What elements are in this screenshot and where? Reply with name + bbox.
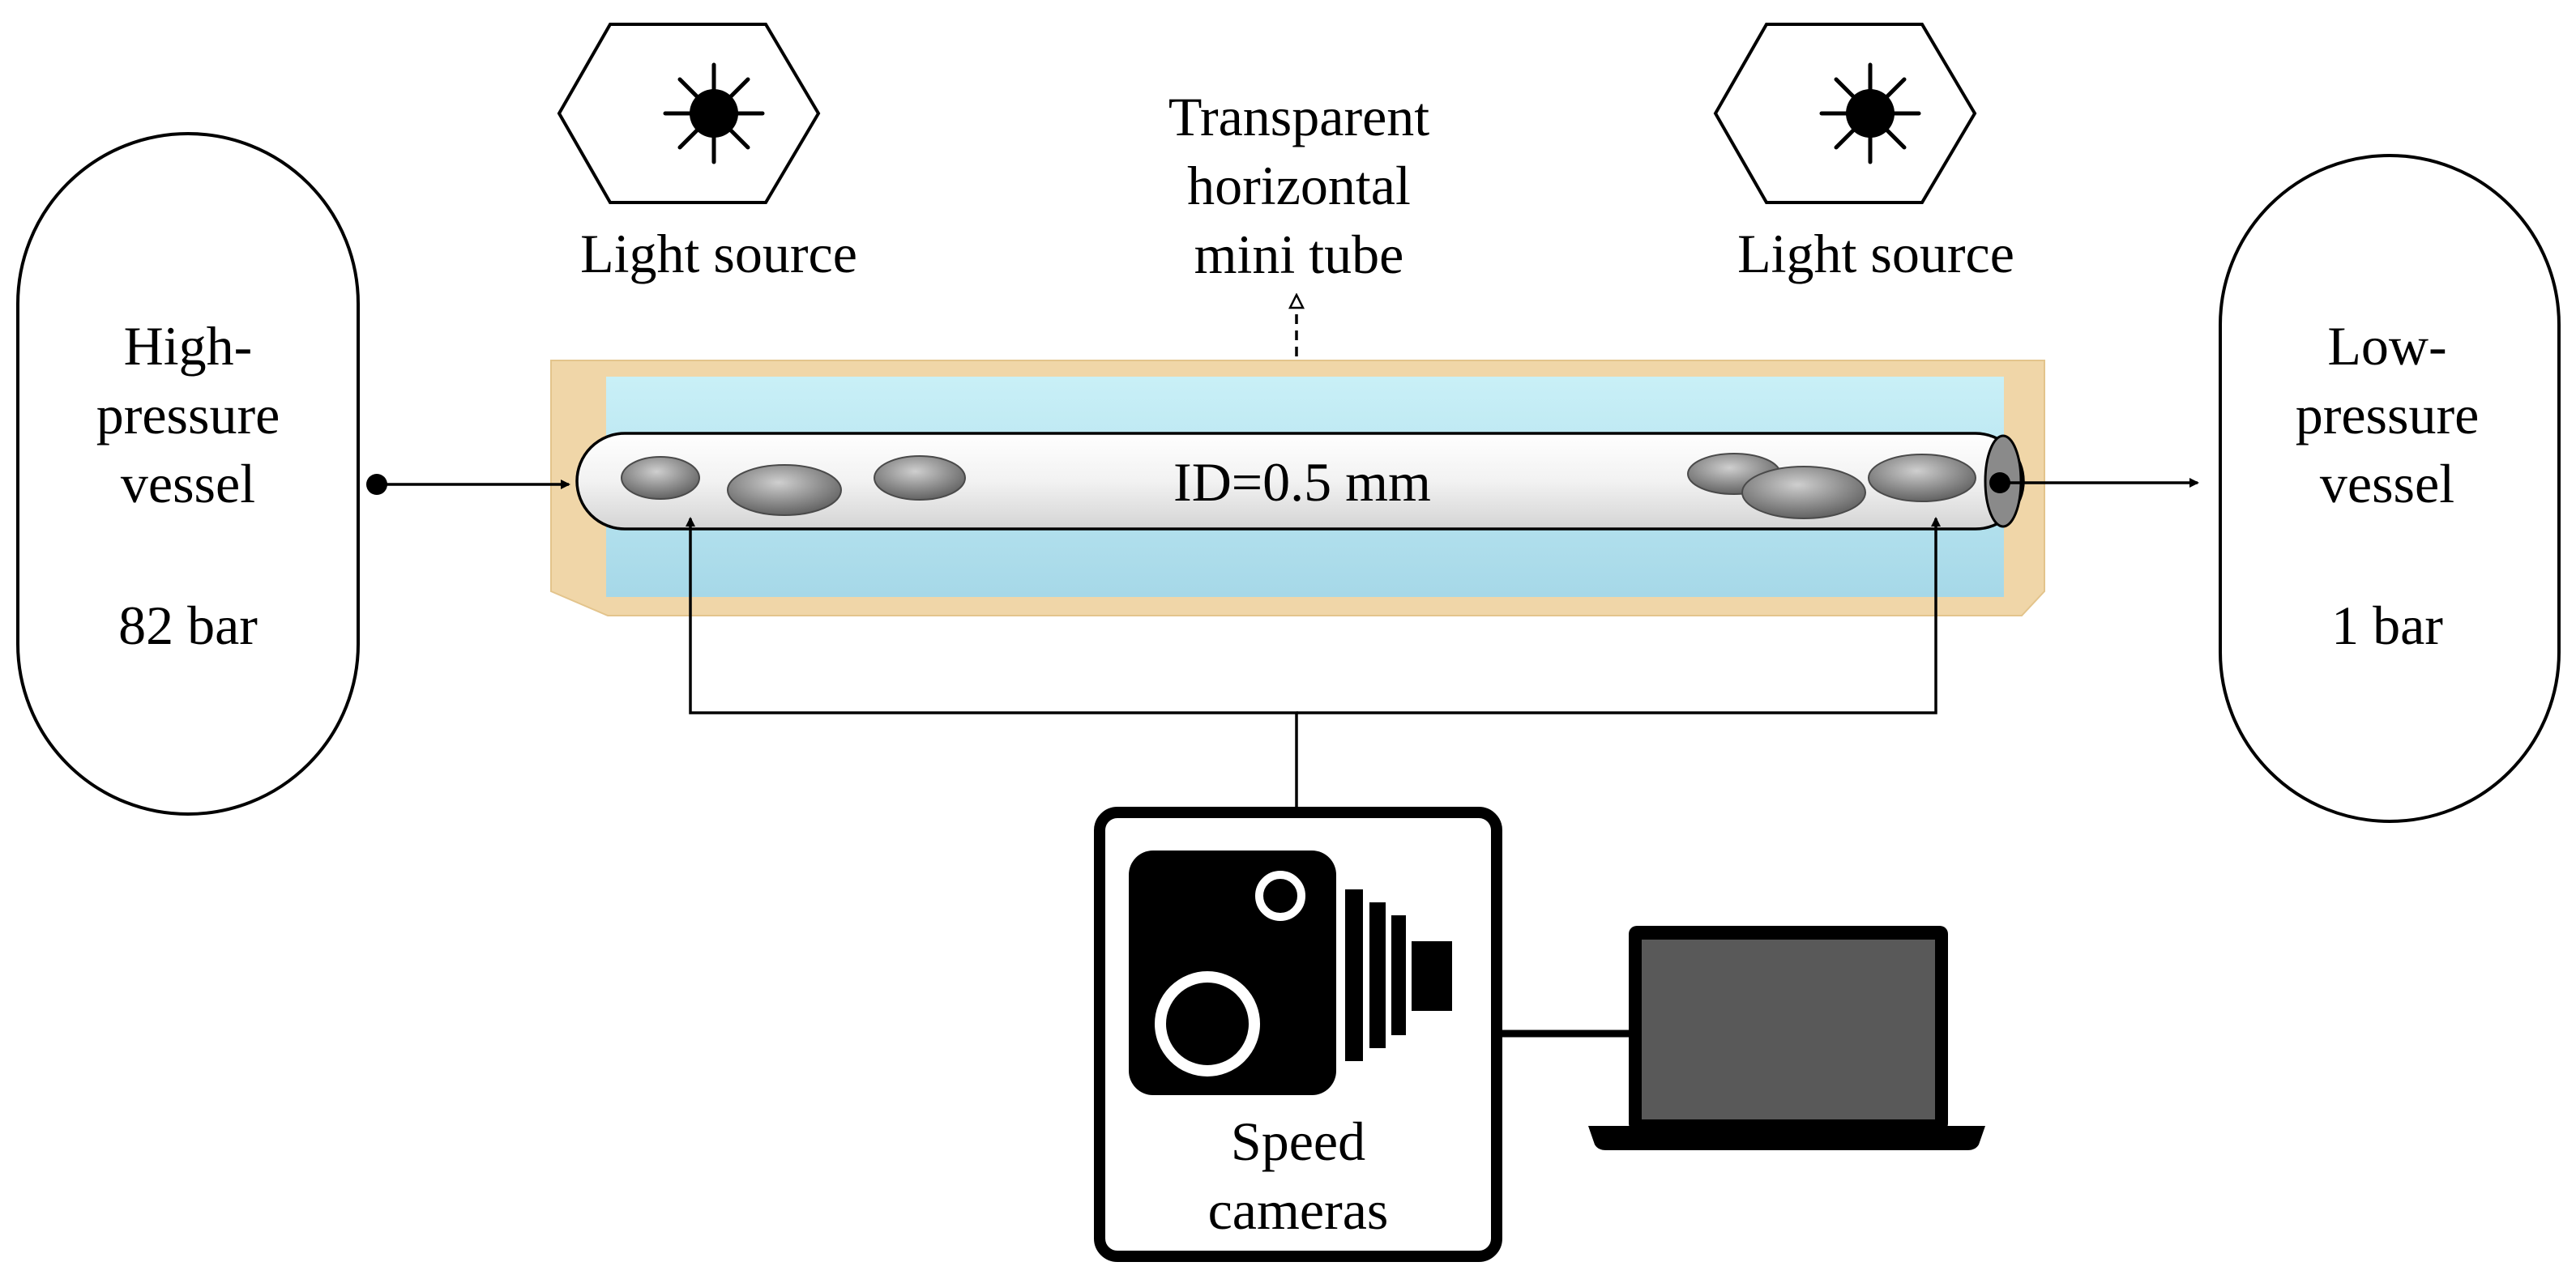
tube-title: Transparent horizontal mini tube xyxy=(1168,86,1429,437)
camera-view-line-left xyxy=(686,517,1298,810)
low-pressure-vessel-pressure: 1 bar xyxy=(2331,595,2443,656)
high-pressure-vessel-label-line3: vessel xyxy=(121,453,255,514)
flow-inlet xyxy=(366,474,570,495)
high-pressure-vessel: High- pressure vessel 82 bar xyxy=(16,132,360,816)
light-source-right: Light source xyxy=(1713,23,2014,284)
light-source-label: Light source xyxy=(580,223,857,284)
flow-outlet xyxy=(1989,472,2199,493)
speed-camera: Speed cameras xyxy=(1094,807,1502,1262)
bubble xyxy=(621,456,700,500)
camera-view-lines xyxy=(686,517,1941,810)
speed-camera-icon xyxy=(1129,851,1452,1095)
bubble xyxy=(1868,454,1976,502)
camera-view-line-right xyxy=(1297,517,1941,714)
laptop-base xyxy=(1588,1126,1985,1150)
inner-diameter-label: ID=0.5 mm xyxy=(1173,451,1431,513)
speed-camera-label-line1: Speed xyxy=(1231,1111,1365,1172)
bubbles xyxy=(621,453,1976,519)
tube-title-line2: horizontal xyxy=(1187,155,1411,216)
low-pressure-vessel: Low- pressure vessel 1 bar xyxy=(2219,154,2561,823)
light-source-label: Light source xyxy=(1737,223,2014,284)
tube-title-line1: Transparent xyxy=(1168,86,1429,147)
light-source-left: Light source xyxy=(557,23,857,284)
high-pressure-vessel-label-line2: pressure xyxy=(96,384,280,446)
bubble xyxy=(727,464,842,516)
laptop-icon xyxy=(1588,926,1985,1150)
light-bulb-icon xyxy=(1819,62,1921,164)
bubble xyxy=(874,455,966,501)
low-pressure-vessel-label-line3: vessel xyxy=(2320,453,2454,514)
laptop-screen xyxy=(1642,940,1935,1119)
test-section: ID=0.5 mm xyxy=(550,360,2045,616)
speed-camera-label-line2: cameras xyxy=(1208,1179,1389,1241)
high-pressure-vessel-label-line1: High- xyxy=(124,315,253,377)
low-pressure-vessel-label-line2: pressure xyxy=(2296,384,2480,446)
low-pressure-vessel-shape xyxy=(2219,154,2561,823)
light-bulb-icon xyxy=(663,62,765,164)
high-pressure-vessel-shape xyxy=(16,132,360,816)
high-pressure-vessel-pressure: 82 bar xyxy=(118,595,258,656)
bubble xyxy=(1741,466,1866,519)
low-pressure-vessel-label-line1: Low- xyxy=(2327,315,2446,377)
tube-title-line3: mini tube xyxy=(1194,224,1404,285)
